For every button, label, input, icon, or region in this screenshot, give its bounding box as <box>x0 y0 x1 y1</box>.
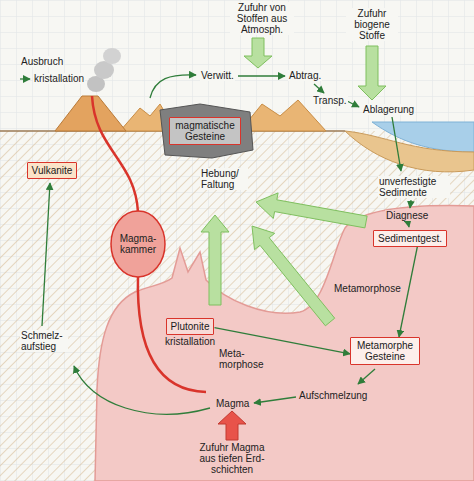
rock-name: Plutonite <box>171 321 210 332</box>
process-label: Abtrag. <box>288 70 322 81</box>
cycle-arrow <box>20 78 30 79</box>
rock-mass <box>160 104 253 158</box>
rock-box: Sedimentgest. <box>373 230 447 247</box>
cycle-arrow <box>347 101 359 107</box>
edge-label: Meta- morphose <box>218 348 264 370</box>
process-label: Zufuhr Magma aus tiefen Erd- schichten <box>191 442 273 475</box>
process-label: Transp. <box>312 95 348 106</box>
magma-conduit <box>92 96 138 212</box>
process-label: Schmelz- aufstieg <box>20 330 68 352</box>
rock-box: Plutonite <box>166 318 215 335</box>
cycle-arrow <box>238 75 285 76</box>
process-label: Aufschmelzung <box>298 390 368 401</box>
sediment-lens <box>345 131 474 172</box>
process-label: Aufschmelzung <box>298 390 368 401</box>
edge-label: Metamorphose <box>333 283 402 294</box>
process-label: kristallation <box>164 336 216 347</box>
process-label: Magma- kammer <box>114 233 162 255</box>
process-label: Diagnese <box>385 210 429 221</box>
process-label: Hebung/ Faltung <box>200 168 248 190</box>
process-label: Magma <box>215 398 250 409</box>
rock-name: Vulkanite <box>32 165 73 176</box>
rock-name: magmatische Gesteine <box>174 120 236 142</box>
process-label: Magma <box>215 398 250 409</box>
process-label: Transp. <box>312 95 348 106</box>
cycle-arrow <box>408 222 409 227</box>
process-label: Zufuhr von Stoffen aus Atmosph. <box>230 2 294 35</box>
magma-chamber <box>111 211 165 277</box>
process-label: Verwitt. <box>200 70 235 81</box>
edge-label: Meta- morphose <box>218 348 264 370</box>
cycle-arrow <box>254 397 296 403</box>
edge-label: Metamorphose <box>333 283 402 294</box>
rock-box: Metamorphe Gesteine <box>350 337 420 365</box>
magma-region <box>95 206 474 481</box>
volcano <box>55 96 126 131</box>
process-label: Zufuhr biogene Stoffe <box>346 8 398 41</box>
smoke <box>103 48 121 64</box>
process-label: Ablagerung <box>362 104 415 115</box>
cycle-arrow <box>358 369 375 384</box>
process-label: Ablagerung <box>362 104 415 115</box>
uplift-arrow <box>252 226 335 326</box>
process-label: Ausbruch <box>20 56 64 67</box>
uplift-arrow <box>256 193 367 228</box>
process-label: Schmelz- aufstieg <box>20 330 68 352</box>
process-label: kristallation <box>164 336 216 347</box>
rock-name: Sedimentgest. <box>378 233 442 244</box>
process-label: Verwitt. <box>200 70 235 81</box>
earth-crust <box>0 131 474 481</box>
input-arrow <box>358 46 386 100</box>
process-label: Ausbruch <box>20 56 64 67</box>
process-label: Hebung/ Faltung <box>200 168 248 190</box>
cycle-arrow <box>42 183 50 326</box>
rock-box: magmatische Gesteine <box>169 117 241 145</box>
process-label: Diagnese <box>385 210 429 221</box>
process-label: kristallation <box>33 73 85 84</box>
rock-box: Vulkanite <box>27 162 78 179</box>
input-arrow <box>244 38 272 68</box>
cycle-arrow <box>314 84 324 93</box>
cycle-arrow <box>392 117 401 171</box>
process-label: unverfestigte Sedimente <box>378 176 450 198</box>
process-label: Magma- kammer <box>114 233 162 255</box>
cycle-arrow <box>74 366 210 414</box>
cycle-arrow <box>410 200 411 208</box>
process-label: Zufuhr Magma aus tiefen Erd- schichten <box>191 442 273 475</box>
process-label: Abtrag. <box>288 70 322 81</box>
process-label: Zufuhr von Stoffen aus Atmosph. <box>230 2 294 35</box>
process-label: Zufuhr biogene Stoffe <box>346 8 398 41</box>
cycle-arrow <box>150 75 196 98</box>
process-label: unverfestigte Sedimente <box>378 176 450 198</box>
uplift-arrow <box>201 215 229 305</box>
process-label: kristallation <box>33 73 85 84</box>
cycle-connector <box>399 247 417 338</box>
magma-input-arrow <box>218 411 246 440</box>
rock-name: Metamorphe Gesteine <box>355 340 415 362</box>
